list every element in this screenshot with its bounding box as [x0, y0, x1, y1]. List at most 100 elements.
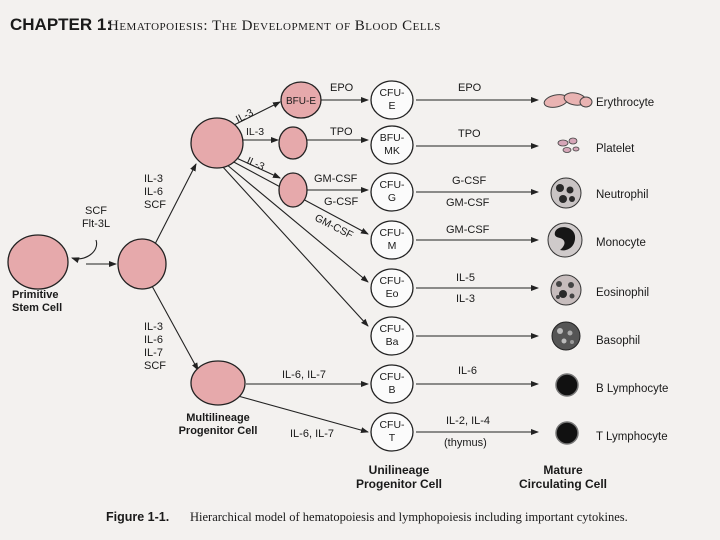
basophil-image: [551, 321, 581, 351]
b-lymphocyte-image: [555, 373, 579, 397]
figure-caption: Hierarchical model of hematopoiesis and …: [190, 510, 628, 524]
cytokine-il6-il7-t: IL-6, IL-7: [290, 428, 334, 440]
label-basophil: Basophil: [596, 335, 640, 347]
label-eosinophil: Eosinophil: [596, 287, 649, 299]
unilineage-label-2: Progenitor Cell: [356, 477, 442, 491]
cytokine-thymus: (thymus): [444, 437, 487, 449]
primitive-stem-cell-label-1: Primitive: [12, 289, 58, 301]
cytokine-il6-b: IL-6: [458, 365, 477, 377]
cfu-e-label-2: E: [388, 100, 395, 112]
arrow-to-g-precursor: [231, 155, 281, 179]
label-erythrocyte: Erythrocyte: [596, 97, 654, 109]
cytokine-il3-upper: IL-3: [144, 173, 163, 185]
cytokine-flt3l: Flt-3L: [82, 218, 110, 230]
multilineage-label-2: Progenitor Cell: [179, 425, 258, 437]
label-monocyte: Monocyte: [596, 237, 646, 249]
unilineage-label-1: Unilineage: [369, 463, 430, 477]
cfu-eo-circle: [370, 268, 414, 308]
cytokine-il2-il4: IL-2, IL-4: [446, 415, 490, 427]
progenitor-cells: [7, 81, 322, 406]
cytokine-tpo-2: TPO: [458, 128, 481, 140]
neutrophil-image: [550, 177, 582, 209]
multilineage-progenitor-cell: [190, 360, 246, 406]
cytokine-il6-upper: IL-6: [144, 186, 163, 198]
cfu-e-label-1: CFU-: [379, 87, 405, 99]
mature-cell-drawings: [543, 92, 593, 445]
mature-label-2: Circulating Cell: [519, 477, 607, 491]
cytokine-scf-upper: SCF: [144, 199, 166, 211]
cytokine-il6-il7-b: IL-6, IL-7: [282, 369, 326, 381]
cfu-t-label-2: T: [389, 432, 396, 444]
cytokine-gcsf-1: G-CSF: [324, 196, 359, 208]
cytokine-il3-lower: IL-3: [144, 321, 163, 333]
cytokine-scf-lower: SCF: [144, 360, 166, 372]
cytokine-labels: SCF Flt-3L IL-3 IL-6 SCF IL-3 IL-6 IL-7 …: [82, 82, 490, 449]
arrow-to-cfu-eo: [225, 163, 369, 283]
label-neutrophil: Neutrophil: [596, 189, 648, 201]
cytokine-gmcsf-1: GM-CSF: [314, 173, 358, 185]
cytokine-il7-lower: IL-7: [144, 347, 163, 359]
figure-number: Figure 1-1.: [106, 510, 169, 524]
erythrocyte-image: [543, 92, 593, 108]
cfu-ba-label-2: Ba: [386, 336, 399, 348]
bfu-mk-circle: [370, 125, 414, 165]
primitive-stem-cell: [7, 234, 69, 290]
arrow-to-multilineage: [151, 285, 199, 371]
cytokine-scf: SCF: [85, 205, 107, 217]
t-lymphocyte-image: [555, 421, 579, 445]
arrow-to-cfu-ba: [221, 165, 369, 327]
arrow-to-myeloid-progenitor: [153, 163, 197, 247]
lineage-arrows: [71, 97, 539, 435]
cytokine-gmcsf-2: GM-CSF: [446, 197, 490, 209]
cytokine-gmcsf-3: GM-CSF: [446, 224, 490, 236]
chapter-title: Hematopoiesis: The Development of Blood …: [108, 18, 441, 34]
committed-stem-cell: [117, 238, 167, 290]
cytokine-il6-lower: IL-6: [144, 334, 163, 346]
cfu-g-label-1: CFU-: [379, 179, 405, 191]
cytokine-il3-diag-top: IL-3: [234, 107, 256, 126]
cytokine-il3-mid: IL-3: [246, 126, 264, 138]
cfu-g-circle: [370, 172, 414, 212]
cytokine-epo-2: EPO: [458, 82, 482, 94]
cfu-t-label-1: CFU-: [379, 419, 405, 431]
cfu-b-label-1: CFU-: [379, 371, 405, 383]
platelet-image: [557, 137, 580, 153]
mature-cell-labels: Erythrocyte Platelet Neutrophil Monocyte…: [596, 97, 668, 443]
multilineage-label-1: Multilineage: [186, 412, 250, 424]
label-t-lymphocyte: T Lymphocyte: [596, 431, 668, 443]
cytokine-epo-1: EPO: [330, 82, 354, 94]
cfu-b-label-2: B: [388, 384, 395, 396]
self-renewal-arrow: [71, 239, 98, 264]
cytokine-tpo-1: TPO: [330, 126, 353, 138]
g-precursor-cell: [278, 172, 308, 208]
cfu-ba-label-1: CFU-: [379, 323, 405, 335]
cfu-eo-label-2: Eo: [386, 288, 399, 300]
cfu-t-circle: [370, 412, 414, 452]
mk-precursor-cell: [278, 126, 308, 160]
cytokine-il3-eo: IL-3: [456, 293, 475, 305]
cytokine-gcsf-2: G-CSF: [452, 175, 487, 187]
cytokine-gmcsf-diag: GM-CSF: [313, 212, 355, 241]
unilineage-progenitors: CFU- E BFU- MK CFU- G CFU- M CFU- Eo CFU…: [370, 80, 414, 452]
arrow-to-bfue: [231, 101, 281, 127]
bfu-mk-label-2: MK: [384, 145, 400, 157]
cfu-e-circle: [370, 80, 414, 120]
mature-label-1: Mature: [543, 463, 583, 477]
cfu-ba-circle: [370, 316, 414, 356]
chapter-label: CHAPTER 1:: [10, 15, 112, 34]
bfu-mk-label-1: BFU-: [380, 132, 405, 144]
label-platelet: Platelet: [596, 143, 635, 155]
arrow-to-cfu-t: [237, 395, 369, 434]
cfu-b-circle: [370, 364, 414, 404]
cfu-eo-label-1: CFU-: [379, 275, 405, 287]
eosinophil-image: [550, 274, 582, 306]
cfu-g-label-2: G: [388, 192, 396, 204]
cfu-m-label-2: M: [388, 240, 397, 252]
cytokine-il5: IL-5: [456, 272, 475, 284]
bfue-label: BFU-E: [286, 96, 316, 107]
primitive-stem-cell-label-2: Stem Cell: [12, 302, 62, 314]
bfue-cell: [280, 81, 322, 119]
label-b-lymphocyte: B Lymphocyte: [596, 383, 668, 395]
